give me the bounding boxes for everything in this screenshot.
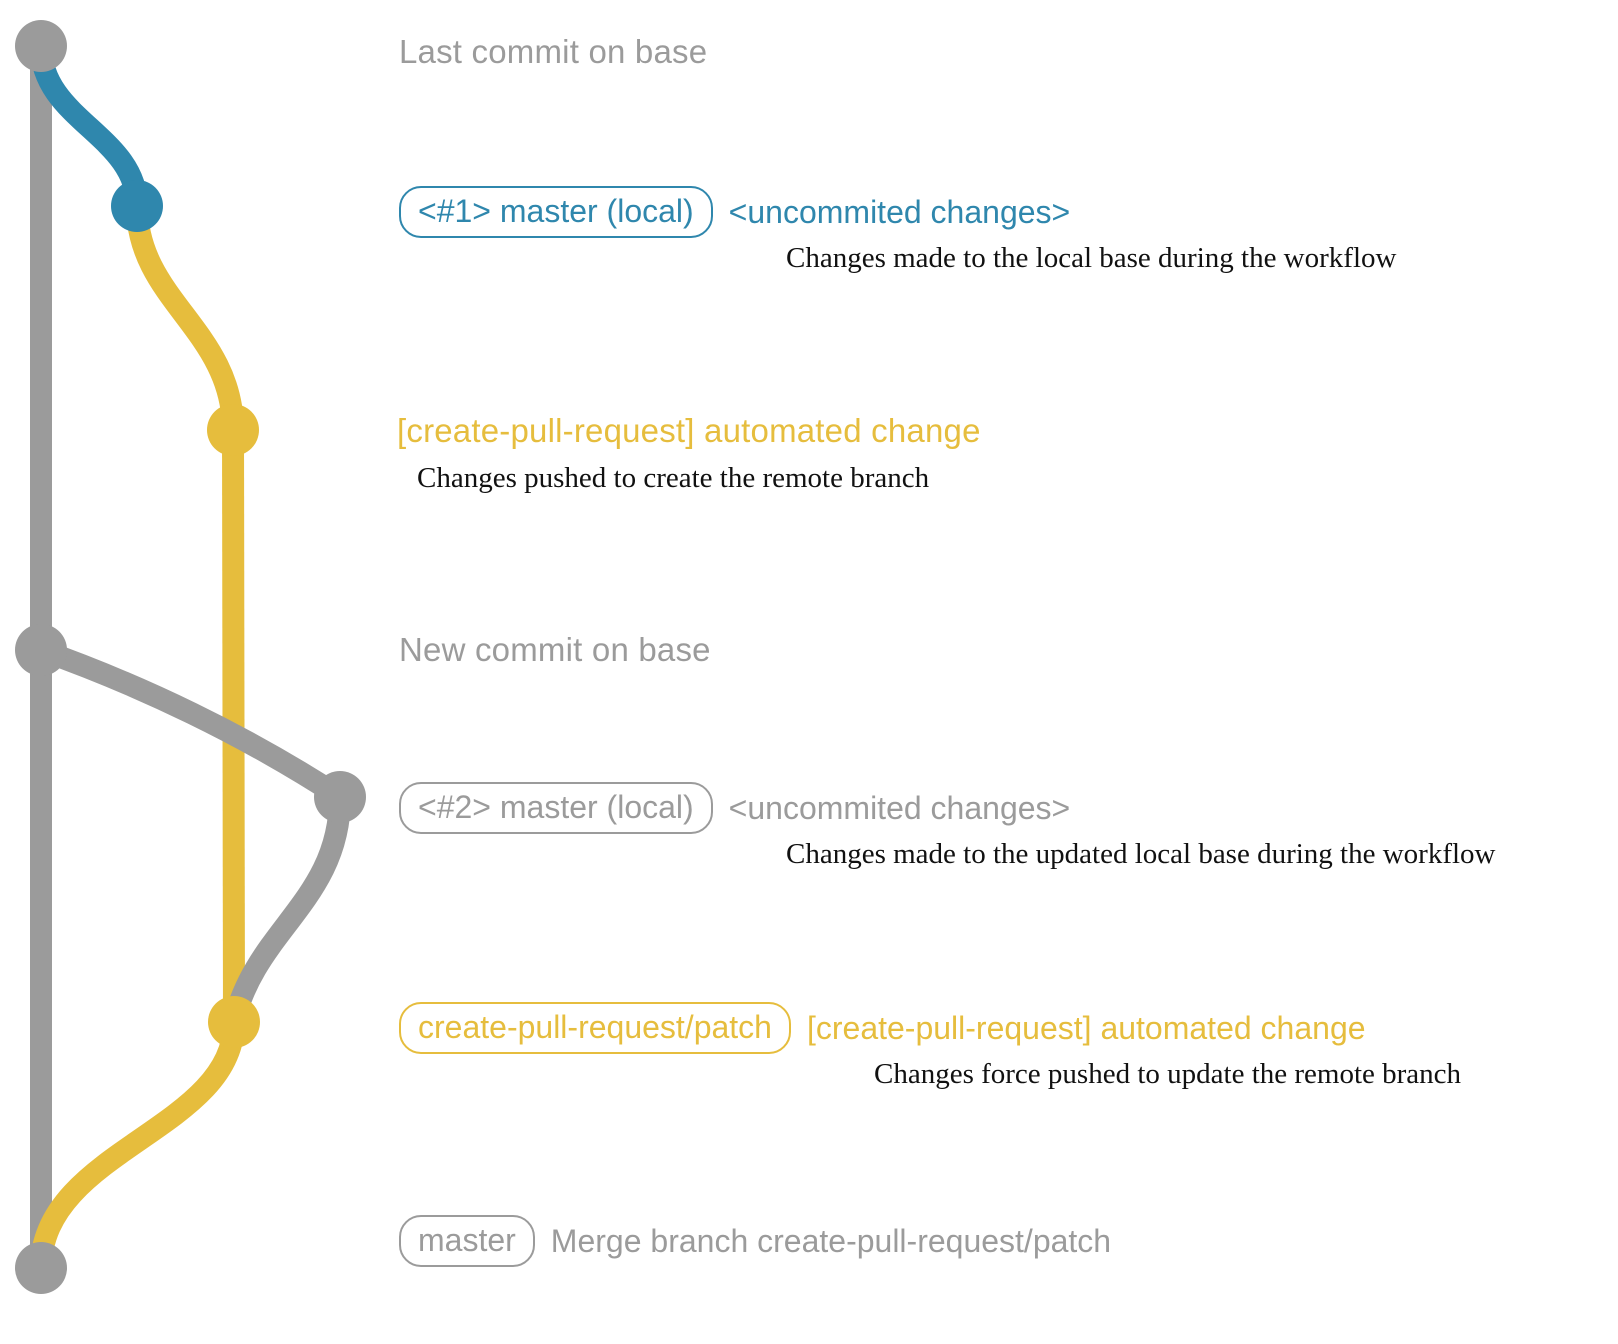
commit-node-patch-1[interactable] (207, 404, 259, 456)
edge-local2-to-patch2 (223, 786, 351, 1033)
commit-subject-master: Merge branch create-pull-request/patch (550, 1222, 1112, 1259)
description-local-2: Changes made to the updated local base d… (786, 838, 1496, 870)
ref-badge-create-pull-request-patch[interactable]: create-pull-request/patch (399, 1002, 791, 1054)
row-patch-2: create-pull-request/patch [create-pull-r… (399, 1002, 1366, 1054)
ref-badge-master-local-2[interactable]: <#2> master (local) (399, 782, 713, 834)
commit-subject-base-1: Last commit on base (399, 33, 708, 70)
commit-node-base-2[interactable] (15, 624, 67, 676)
commit-subject-local-2: <uncommited changes> (728, 789, 1071, 826)
row-master: master Merge branch create-pull-request/… (399, 1215, 1111, 1267)
commit-subject-patch-2: [create-pull-request] automated change (806, 1009, 1366, 1046)
row-last-commit-on-base: Last commit on base (399, 33, 707, 71)
ref-badge-master-local-1[interactable]: <#1> master (local) (399, 186, 713, 238)
description-patch-1: Changes pushed to create the remote bran… (417, 462, 930, 494)
description-patch-2: Changes force pushed to update the remot… (874, 1058, 1462, 1090)
commit-subject-base-2: New commit on base (399, 631, 711, 668)
edge-local1-to-patch1 (126, 195, 244, 441)
commit-node-local-1[interactable] (111, 180, 163, 232)
edge-patch2-to-master (30, 1011, 245, 1279)
ref-badge-master[interactable]: master (399, 1215, 535, 1267)
commit-node-master[interactable] (15, 1242, 67, 1294)
commit-subject-local-1: <uncommited changes> (728, 193, 1071, 230)
row-local-1: <#1> master (local) <uncommited changes> (399, 186, 1070, 238)
edge-base2-to-local2 (30, 639, 351, 808)
commit-node-local-2[interactable] (314, 771, 366, 823)
row-new-commit-on-base: New commit on base (399, 631, 711, 669)
description-local-1: Changes made to the local base during th… (786, 242, 1397, 274)
commit-subject-patch-1: [create-pull-request] automated change (397, 412, 981, 449)
row-local-2: <#2> master (local) <uncommited changes> (399, 782, 1070, 834)
row-patch-1: [create-pull-request] automated change (397, 412, 981, 450)
commit-node-patch-2[interactable] (208, 996, 260, 1048)
commit-node-base-1[interactable] (15, 20, 67, 72)
edge-base1-to-local1 (30, 35, 148, 217)
